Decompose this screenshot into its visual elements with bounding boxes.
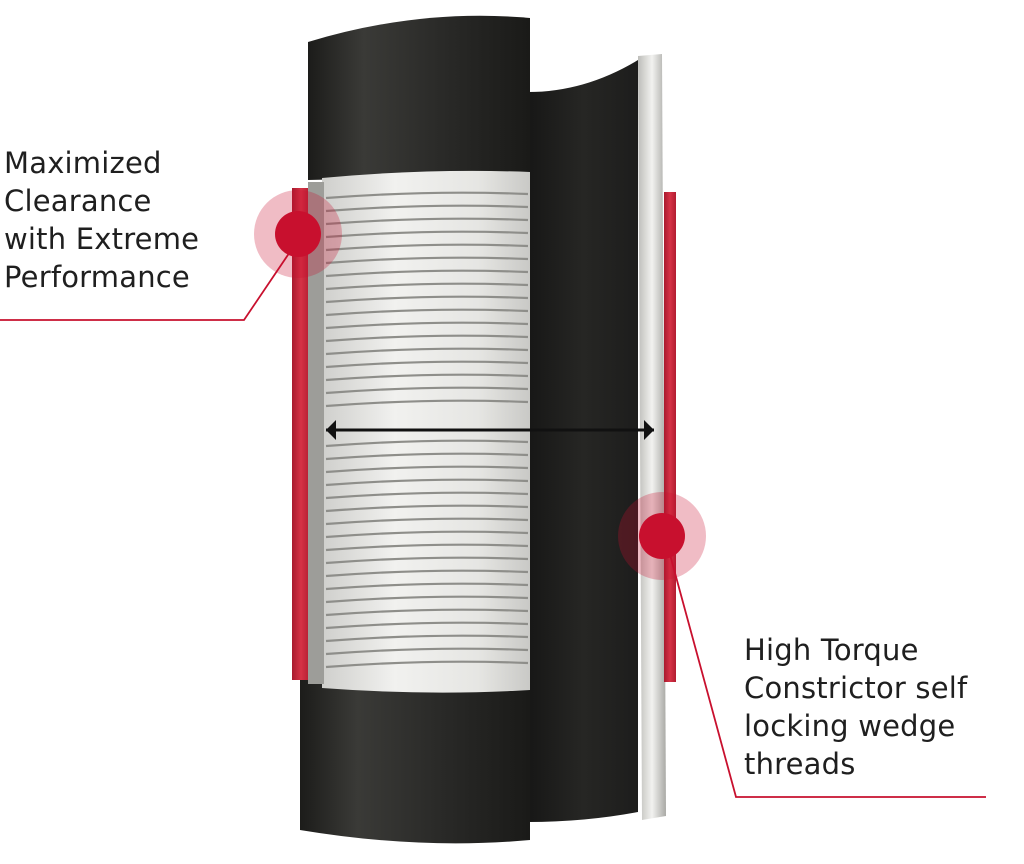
- joint-arrow-right: [644, 420, 654, 440]
- thread-groove: [325, 204, 529, 213]
- callout-line: with Extreme: [4, 222, 200, 256]
- thread-groove: [325, 660, 529, 669]
- thread-groove: [325, 269, 529, 278]
- thread-groove: [325, 543, 529, 552]
- callout-line: threads: [744, 747, 856, 781]
- thread-groove: [325, 360, 529, 369]
- callout-line: High Torque: [744, 633, 919, 667]
- callout-line: Clearance: [4, 184, 152, 218]
- hotspot-marker-icon[interactable]: [618, 492, 706, 580]
- thread-groove: [325, 321, 529, 330]
- thread-groove: [325, 647, 529, 656]
- thread-groove: [325, 373, 529, 382]
- pipe-lower-body: [300, 676, 530, 844]
- pipe-upper-body: [308, 15, 530, 180]
- thread-groove: [325, 517, 529, 526]
- right-seal-stripe: [664, 192, 676, 682]
- thread-groove: [325, 491, 529, 500]
- callout-line: Maximized: [4, 146, 162, 180]
- callout-line: Constrictor self: [744, 671, 968, 705]
- thread-groove: [325, 386, 529, 395]
- thread-groove: [325, 504, 529, 513]
- thread-groove: [325, 465, 529, 474]
- thread-groove: [325, 399, 529, 408]
- thread-groove: [325, 595, 529, 604]
- callout-high-torque: High Torque Constrictor self locking wed…: [744, 631, 967, 783]
- thread-groove: [325, 347, 529, 356]
- thread-groove: [325, 217, 529, 226]
- thread-groove: [325, 634, 529, 643]
- thread-groove: [325, 582, 529, 591]
- thread-groove: [325, 556, 529, 565]
- callout-line: Performance: [4, 260, 190, 294]
- callout-maximized-clearance: Maximized Clearance with Extreme Perform…: [4, 144, 199, 296]
- pipe-right-cut-edge: [638, 54, 666, 820]
- left-seal-edge: [308, 182, 324, 684]
- thread-groove: [325, 569, 529, 578]
- callout-line: locking wedge: [744, 709, 956, 743]
- thread-body: [322, 170, 530, 693]
- thread-groove: [325, 452, 529, 461]
- hotspot-marker-icon[interactable]: [254, 190, 342, 278]
- thread-grooves: [325, 191, 529, 669]
- thread-groove: [325, 530, 529, 539]
- left-seal-stripe: [292, 188, 310, 680]
- thread-groove: [325, 295, 529, 304]
- thread-groove: [325, 282, 529, 291]
- thread-groove: [325, 608, 529, 617]
- right-leader-line: [665, 539, 986, 798]
- thread-groove: [325, 191, 529, 200]
- thread-groove: [325, 439, 529, 448]
- joint-arrow-left: [326, 420, 336, 440]
- pipe-inner-wall: [528, 60, 638, 822]
- thread-groove: [325, 230, 529, 239]
- left-leader-line: [0, 239, 299, 321]
- thread-groove: [325, 256, 529, 265]
- thread-groove: [325, 243, 529, 252]
- thread-groove: [325, 334, 529, 343]
- thread-groove: [325, 621, 529, 630]
- thread-groove: [325, 478, 529, 487]
- thread-groove: [325, 308, 529, 317]
